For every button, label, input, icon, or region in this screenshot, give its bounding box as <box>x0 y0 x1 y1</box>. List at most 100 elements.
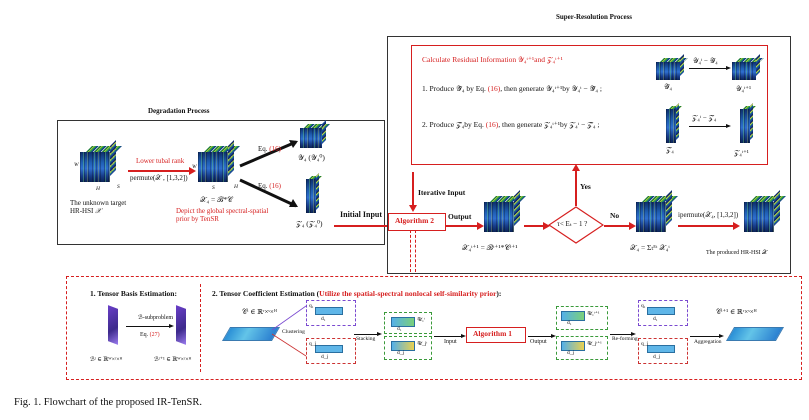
step1-text: 1. Produce 𝒴̂₄ by Eq. (16), then generat… <box>422 84 602 93</box>
ipermute-arrow <box>678 222 740 230</box>
eq16-y-label: Eq. (16) <box>258 145 281 153</box>
axis-h: H <box>234 184 238 190</box>
calc-residual-title: Calculate Residual Information 𝒴₄ᵗ⁺¹and … <box>422 55 563 64</box>
algorithm2-link <box>410 230 416 272</box>
b-t-slab <box>108 305 118 345</box>
b-subproblem-label: ℬ-subproblem <box>138 315 174 321</box>
to-condition-arrow <box>524 222 550 230</box>
z4-label: 𝒵₄ (𝒵₄⁰) <box>296 219 323 228</box>
clustering-label: Clustering <box>282 329 305 335</box>
y-hat-label: 𝒴̂₄ <box>664 83 672 91</box>
dj-label: d_j <box>397 350 405 356</box>
axis-w: W <box>74 162 79 168</box>
x4-equation: 𝒳₄ = ℬ*𝒞 <box>200 195 233 204</box>
initial-input-label: Initial Input <box>340 210 383 219</box>
ipermute-label: ipermute(𝒳₄, [1,3,2]) <box>678 211 739 219</box>
d1-label: d₁ <box>567 320 572 326</box>
yes-label: Yes <box>580 182 591 191</box>
c-t-label: 𝒞ᵗ ∈ ℝʳ×ˢ×ᴴ <box>242 308 277 316</box>
super-title: Super-Resolution Process <box>556 13 633 21</box>
initial-input-arrow <box>334 222 396 230</box>
input-label: Input <box>444 339 457 345</box>
d1-label: d₁ <box>397 326 402 332</box>
c-t1-label: 𝒞ᵗ⁺¹ ∈ ℝʳ×ˢ×ᴴ <box>716 308 757 316</box>
q1-label: q₁ <box>309 303 314 309</box>
no-arrow <box>604 222 636 230</box>
cluster-group-1: q₁ d₁ <box>306 300 356 326</box>
b-t1-slab <box>176 305 186 345</box>
algorithm1-box[interactable]: Algorithm 1 <box>466 327 526 343</box>
permute-label: permute(𝒳 , [1,3,2]) <box>130 174 188 182</box>
b-eq-label: Eq. (27) <box>140 332 160 338</box>
y4-label: 𝒴₄ (𝒴₄⁰) <box>298 153 325 162</box>
residual-panel <box>411 45 768 165</box>
estimation-divider <box>200 284 201 372</box>
condition-label: τ< Eₜ − 1 ? <box>557 220 588 228</box>
uj-label: 𝒰_jᵗ <box>417 341 428 347</box>
dj-label: d_j <box>321 354 329 360</box>
target-label2: HR-HSI 𝒳 <box>70 207 102 215</box>
y-diff-arrow <box>689 66 731 70</box>
degradation-panel <box>57 120 385 245</box>
iterative-input-label: Iterative Input <box>418 188 466 197</box>
qj-label: q_j <box>641 341 649 347</box>
q1-label: q₁ <box>641 303 646 309</box>
eq16-z-label: Eq. (16) <box>258 182 281 190</box>
dj-label: d_j <box>567 350 575 356</box>
z-diff-label: 𝒵₄ᵗ − 𝒵̂₄ <box>692 114 717 122</box>
step2-text: 2. Produce 𝒵̂₄by Eq. (16), then generate… <box>422 120 600 129</box>
aggregation-arrow <box>690 334 724 338</box>
axis-s: S <box>117 184 120 190</box>
algorithm2-box[interactable]: Algorithm 2 <box>388 213 446 231</box>
cluster-group-j: q_j d_j <box>306 338 356 364</box>
output-label: Output <box>448 212 472 221</box>
degradation-branch-arrows <box>239 140 298 208</box>
axis-w: W <box>192 164 197 170</box>
output-arrow <box>528 334 556 338</box>
reform-group-j: q_j d_j <box>638 338 688 364</box>
output-label: Output <box>530 339 547 345</box>
tensor-basis-title: 1. Tensor Basis Estimation: <box>90 289 177 298</box>
reforming-arrow <box>610 332 636 336</box>
reform-group-1: q₁ d₁ <box>638 300 688 326</box>
estimation-panel <box>66 276 802 380</box>
c-t1-slab <box>725 327 785 341</box>
degradation-title: Degradation Process <box>148 107 210 115</box>
z-next-label: 𝒵₄ᵗ⁺¹ <box>734 149 749 157</box>
z-hat-label: 𝒵̂₄ <box>666 146 674 154</box>
stack-group-1: 𝒰₁ᵗ d₁ <box>384 312 432 334</box>
axis-h: H <box>96 186 100 192</box>
d1-label: d₁ <box>653 316 658 322</box>
axis-s: S <box>212 185 215 191</box>
y-diff-label: 𝒴₄ᵗ − 𝒴̂₄ <box>693 57 718 65</box>
coef-title: 2. Tensor Coefficient Estimation (Utiliz… <box>212 289 502 298</box>
b-t1-label: ℬᵗ⁺¹ ∈ ℝᵂ×ʳ×ᴴ <box>154 357 192 363</box>
target-label: The unknown target <box>70 199 127 207</box>
u1n-label: 𝒰₁ᵗ⁺¹ <box>587 311 600 317</box>
b-t-label: ℬᵗ ∈ ℝᵂ×ʳ×ᴴ <box>90 357 123 363</box>
algorithm2-label: Algorithm 2 <box>395 216 434 225</box>
figure-caption: Fig. 1. Flowchart of the proposed IR-Ten… <box>14 397 202 408</box>
out-group-1: 𝒰₁ᵗ⁺¹ d₁ <box>556 306 608 330</box>
input-arrow <box>434 334 466 338</box>
tubal-rank-label: Lower tubal rank <box>136 157 185 165</box>
u1-label: 𝒰₁ᵗ <box>417 317 425 323</box>
reforming-label: Re-forming <box>612 336 638 342</box>
condition-diamond <box>548 206 604 244</box>
b-subproblem-arrow <box>126 324 174 328</box>
ujn-label: 𝒰_jᵗ⁺¹ <box>587 341 602 347</box>
x4-next-equation: 𝒳₄ᵗ⁺¹ = ℬᵗ⁺¹*𝒞ᵗ⁺¹ <box>462 243 518 252</box>
no-label: No <box>610 211 620 220</box>
depict-line2: prior by TenSR <box>176 215 219 223</box>
iterative-input-arrow <box>409 172 417 212</box>
out-group-j: 𝒰_jᵗ⁺¹ d_j <box>556 336 608 360</box>
depict-line1: Depict the global spectral-spatial <box>176 207 269 215</box>
clustering-lines <box>271 305 307 357</box>
produced-label: The produced HR-HSI 𝒳 <box>706 250 768 256</box>
qj-label: q_j <box>309 341 317 347</box>
stack-group-j: 𝒰_jᵗ d_j <box>384 336 432 360</box>
output-arrow <box>446 222 484 230</box>
stacking-arrow <box>354 332 382 336</box>
y-next-label: 𝒴₄ᵗ⁺¹ <box>736 85 752 93</box>
yes-arrow <box>572 164 580 206</box>
